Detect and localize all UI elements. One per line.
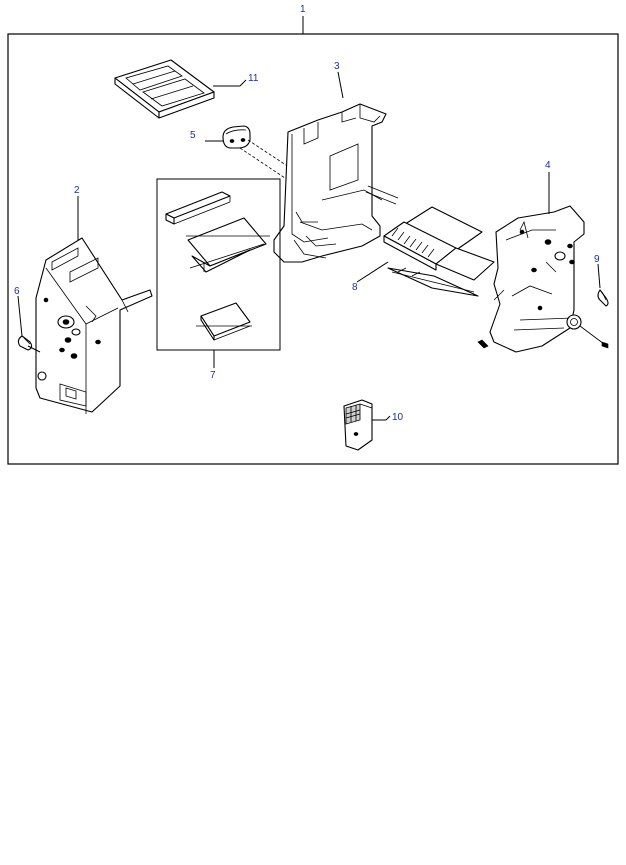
callout-10: 10	[392, 412, 404, 423]
callout-6: 6	[14, 286, 20, 297]
callout-3: 3	[334, 61, 340, 72]
part-9-clip	[597, 289, 609, 307]
part-5-dashed-link-1	[247, 139, 293, 170]
part-2-housing-left	[35, 237, 153, 414]
part-7-group-box	[156, 178, 281, 351]
part-3-heater-case	[273, 103, 399, 263]
part-4-housing-right	[477, 205, 609, 353]
part-6-clip	[17, 335, 33, 351]
callout-2: 2	[74, 185, 80, 196]
callout-8: 8	[352, 282, 358, 293]
callout-11: 11	[248, 73, 259, 84]
part-5-dashed-link-2	[239, 147, 286, 179]
callout-4: 4	[545, 160, 551, 171]
part-11-filter-frame	[114, 59, 215, 119]
callout-1: 1	[300, 4, 306, 15]
part-7-flap-lower	[196, 302, 252, 341]
part-5-resistor-block	[222, 125, 251, 149]
callout-5: 5	[190, 130, 196, 141]
callout-9: 9	[594, 254, 600, 265]
callout-7: 7	[210, 370, 216, 381]
assembly-frame	[7, 33, 619, 465]
part-10-connector-module	[343, 399, 373, 451]
part-7-flap-middle	[186, 217, 270, 273]
part-8-heater-core	[383, 206, 495, 297]
part-7-flap-upper	[165, 191, 231, 225]
